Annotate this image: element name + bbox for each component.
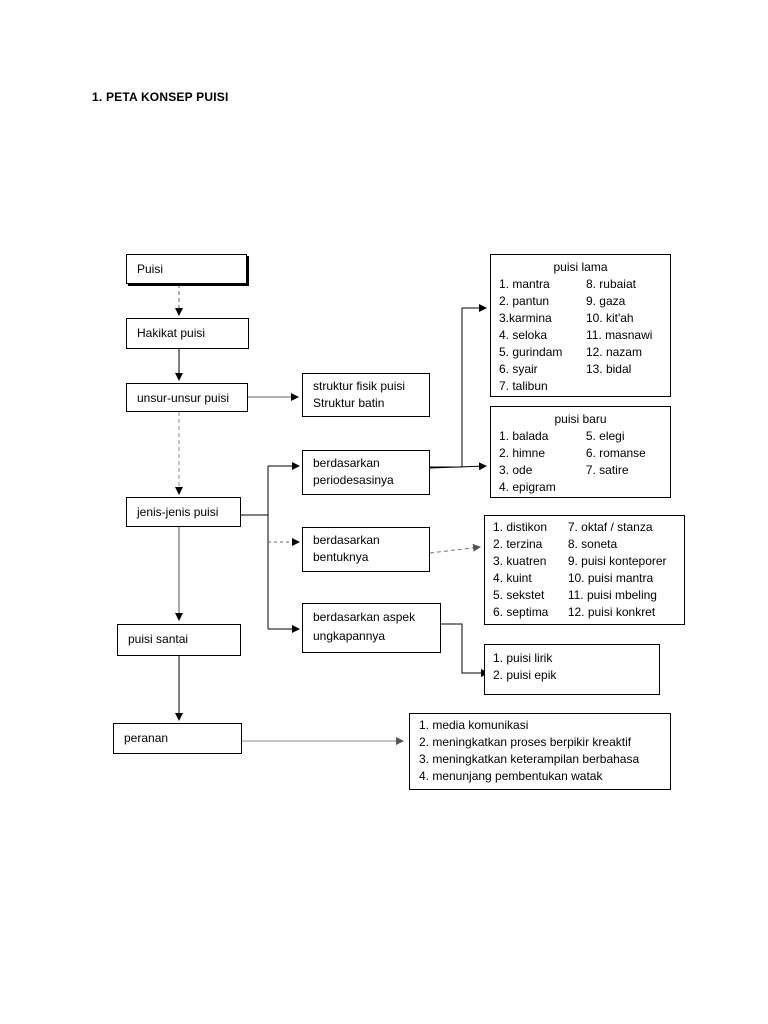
aspek-line-1: berdasarkan aspek bbox=[313, 610, 416, 624]
list-item: 3. meningkatkan keterampilan berbahasa bbox=[419, 752, 640, 766]
list-item: 11. masnawi bbox=[585, 328, 653, 342]
list-item: 6. septima bbox=[493, 605, 549, 619]
list-item: 7. talibun bbox=[499, 379, 548, 393]
aspek-line-2: ungkapannya bbox=[313, 629, 386, 643]
puisi-baru-list: 1. balada 5. elegi 2. himne 6. romanse 3. od… bbox=[499, 428, 662, 496]
list-item: 1. mantra bbox=[499, 277, 550, 291]
node-hakikat-puisi: Hakikat puisi bbox=[126, 318, 249, 349]
arrow-to-puisi-baru bbox=[429, 462, 487, 471]
list-item: 5. elegi bbox=[585, 429, 625, 443]
list-item: 2. puisi epik bbox=[493, 668, 557, 682]
list-item: 4. epigram bbox=[499, 480, 556, 494]
list-item: 10. kit'ah bbox=[585, 311, 634, 325]
list-item: 3.karmina bbox=[499, 311, 552, 325]
list-item: 2. pantun bbox=[499, 294, 550, 308]
list-item: 9. puisi konteporer bbox=[567, 554, 667, 568]
struktur-fisik-label: struktur fisik puisi bbox=[313, 379, 406, 393]
list-item: 7. oktaf / stanza bbox=[567, 520, 653, 534]
node-peranan-label: peranan bbox=[124, 731, 169, 745]
node-berdasarkan-bentuk: berdasarkan bentuknya bbox=[302, 527, 430, 572]
list-item: 1. balada bbox=[499, 429, 549, 443]
node-puisi: Puisi bbox=[126, 254, 247, 284]
puisi-baru-heading: puisi baru bbox=[554, 412, 607, 426]
list-item: 3. kuatren bbox=[493, 554, 547, 568]
list-item: 1. puisi lirik bbox=[493, 651, 553, 665]
node-unsur-unsur-puisi: unsur-unsur puisi bbox=[126, 383, 248, 412]
node-puisi-label: Puisi bbox=[137, 262, 164, 276]
puisi-lama-heading: puisi lama bbox=[553, 260, 608, 274]
node-peranan: peranan bbox=[113, 723, 242, 754]
list-item: 5. sekstet bbox=[493, 588, 545, 602]
node-unsur-label: unsur-unsur puisi bbox=[137, 391, 230, 405]
puisi-lama-list: 1. mantra 8. rubaiat 2. pantun 9. gaza 3.kar… bbox=[499, 276, 662, 395]
periodesasi-line-1: berdasarkan bbox=[313, 456, 380, 470]
list-item: 8. rubaiat bbox=[585, 277, 636, 291]
list-item: 6. romanse bbox=[585, 446, 646, 460]
node-santai-label: puisi santai bbox=[128, 632, 189, 646]
list-item: 1. distikon bbox=[493, 520, 548, 534]
list-item: 10. puisi mantra bbox=[567, 571, 654, 585]
arrow-aspek-list bbox=[441, 623, 481, 674]
list-item: 13. bidal bbox=[585, 362, 632, 376]
node-hakikat-label: Hakikat puisi bbox=[137, 326, 206, 340]
list-item: 4. menunjang pembentukan watak bbox=[419, 769, 603, 783]
list-item: 8. soneta bbox=[567, 537, 618, 551]
list-item bbox=[586, 378, 662, 395]
bentuk-list-box: 1. distikon 7. oktaf / stanza 2. terzina 8.… bbox=[484, 515, 685, 625]
list-item: 9. gaza bbox=[585, 294, 626, 308]
node-puisi-santai: puisi santai bbox=[117, 624, 241, 656]
bentuk-line-1: berdasarkan bbox=[313, 533, 380, 547]
list-item: 2. terzina bbox=[493, 537, 543, 551]
node-struktur: struktur fisik puisi Struktur batin bbox=[302, 373, 430, 417]
struktur-batin-label: Struktur batin bbox=[313, 396, 385, 410]
puisi-lama-box: puisi lama 1. mantra 8. rubaiat 2. pantun 9… bbox=[490, 254, 671, 397]
periodesasi-line-2: periodesasinya bbox=[313, 473, 394, 487]
node-berdasarkan-periodesasi: berdasarkan periodesasinya bbox=[302, 450, 430, 495]
puisi-baru-box: puisi baru 1. balada 5. elegi 2. himne 6. r… bbox=[490, 406, 671, 498]
list-item: 2. himne bbox=[499, 446, 546, 460]
peranan-list-box: 1. media komunikasi 2. meningkatkan pros… bbox=[409, 713, 671, 790]
list-item: 11. puisi mbeling bbox=[567, 588, 657, 602]
list-item: 3. ode bbox=[499, 463, 533, 477]
list-item: 1. media komunikasi bbox=[419, 718, 529, 732]
bentuk-list: 1. distikon 7. oktaf / stanza 2. terzina 8.… bbox=[493, 519, 676, 621]
list-item: 4. kuint bbox=[493, 571, 532, 585]
list-item: 7. satire bbox=[585, 463, 629, 477]
list-item: 5. gurindam bbox=[499, 345, 563, 359]
list-item: 4. seloka bbox=[499, 328, 548, 342]
list-item: 12. puisi konkret bbox=[567, 605, 656, 619]
aspek-list-box: 1. puisi lirik 2. puisi epik bbox=[484, 644, 660, 695]
node-jenis-label: jenis-jenis puisi bbox=[137, 505, 219, 519]
bentuk-line-2: bentuknya bbox=[313, 550, 369, 564]
node-berdasarkan-aspek: berdasarkan aspek ungkapannya bbox=[302, 603, 441, 653]
arrow-bentuk-list bbox=[429, 543, 481, 554]
list-item bbox=[586, 479, 662, 496]
list-item: 12. nazam bbox=[585, 345, 642, 359]
list-item: 6. syair bbox=[499, 362, 538, 376]
page-title: 1. PETA KONSEP PUISI bbox=[92, 90, 229, 104]
node-jenis-jenis-puisi: jenis-jenis puisi bbox=[126, 497, 241, 527]
list-item: 2. meningkatkan proses berpikir kreaktif bbox=[419, 735, 632, 749]
